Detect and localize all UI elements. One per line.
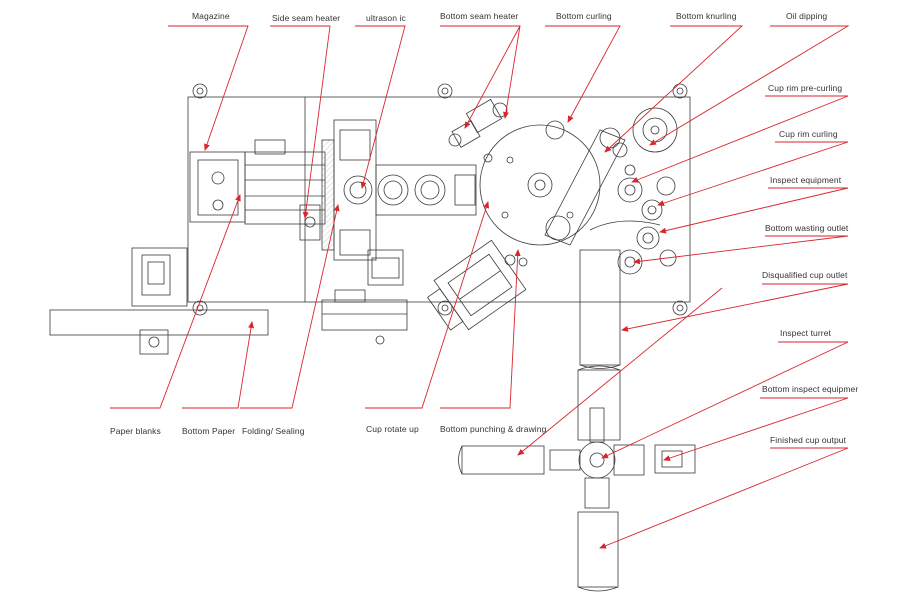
label-ultrasonic: ultrason ic [366,13,406,23]
label-oil-dipping: Oil dipping [786,11,828,21]
label-bottom-paper: Bottom Paper [182,426,236,436]
label-bottom-knurling: Bottom knurling [676,11,737,21]
label-bottom-punching-drawing: Bottom punching & drawing [440,424,547,434]
label-bottom-seam-heater: Bottom seam heater [440,11,519,21]
label-finished-cup-output: Finished cup output [770,435,847,445]
label-magazine: Magazine [192,11,230,21]
label-paper-blanks: Paper blanks [110,426,161,436]
label-cup-rotate-up: Cup rotate up [366,424,419,434]
label-bottom-inspect-equipment: Bottom inspect equipmer [762,384,859,394]
label-bottom-wasting-outlet: Bottom wasting outlet [765,223,849,233]
label-folding-sealing: Folding/ Sealing [242,426,305,436]
label-cup-rim-curling: Cup rim curling [779,129,838,139]
label-inspect-equipment: Inspect equipment [770,175,842,185]
label-inspect-turret: Inspect turret [780,328,832,338]
label-bottom-curling: Bottom curling [556,11,612,21]
label-disqualified-cup-outlet: Disqualified cup outlet [762,270,848,280]
machine-frame [49,83,696,592]
label-side-seam-heater: Side seam heater [272,13,341,23]
leader-lines [110,25,850,549]
label-cup-rim-pre-curling: Cup rim pre-curling [768,83,843,93]
